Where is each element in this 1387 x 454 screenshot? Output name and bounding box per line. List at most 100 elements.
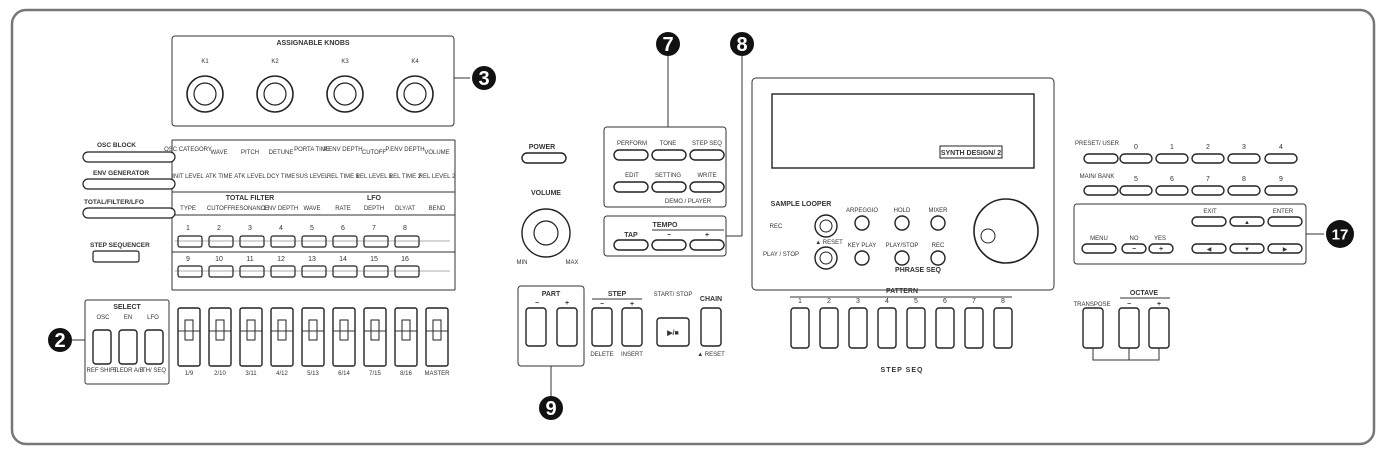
mixer-button[interactable]	[930, 215, 946, 231]
knob-k3[interactable]	[326, 75, 364, 113]
number-button-4[interactable]	[1264, 153, 1298, 164]
number-button-2[interactable]	[1191, 153, 1225, 164]
number-button-3[interactable]	[1227, 153, 1261, 164]
sample-play-knob[interactable]	[814, 246, 838, 270]
chain-button[interactable]	[700, 307, 722, 347]
write-button[interactable]	[689, 181, 725, 193]
step-button-2[interactable]	[208, 235, 234, 248]
slider-3[interactable]	[239, 307, 263, 367]
data-dial[interactable]	[973, 198, 1039, 264]
octave-minus-button[interactable]	[1118, 307, 1140, 349]
slider-7[interactable]	[363, 307, 387, 367]
step-button-8[interactable]	[394, 235, 420, 248]
step-plus-button[interactable]	[621, 307, 643, 347]
pattern-button-7[interactable]	[964, 307, 984, 349]
svg-text:REC: REC	[770, 224, 783, 230]
knob-k1[interactable]	[186, 75, 224, 113]
env-generator-button[interactable]	[82, 178, 176, 190]
select-osc-button[interactable]	[92, 329, 112, 365]
select-env-button[interactable]	[118, 329, 138, 365]
svg-text:4: 4	[885, 298, 889, 305]
slider-2[interactable]	[208, 307, 232, 367]
part-minus-button[interactable]	[525, 307, 547, 347]
arpeggio-button[interactable]	[854, 215, 870, 231]
part-plus-button[interactable]	[556, 307, 578, 347]
step-button-7[interactable]	[363, 235, 389, 248]
step-button-11[interactable]	[239, 265, 265, 278]
step-button-6[interactable]	[332, 235, 358, 248]
number-button-7[interactable]	[1191, 185, 1225, 196]
slider-4[interactable]	[270, 307, 294, 367]
pattern-button-8[interactable]	[993, 307, 1013, 349]
slider-1[interactable]	[177, 307, 201, 367]
setting-button[interactable]	[651, 181, 687, 193]
transpose-button[interactable]	[1082, 307, 1104, 349]
tone-button[interactable]	[651, 149, 687, 161]
exit-button[interactable]	[1191, 216, 1227, 227]
yes-button[interactable]	[1148, 243, 1174, 254]
phrase-rec-button[interactable]	[930, 250, 946, 266]
step-number-labels: 1 2 3 4 5 6 7 8 9 10 11 12 13 14 15 16	[186, 225, 409, 263]
slider-master[interactable]	[425, 307, 449, 367]
main-bank-button[interactable]	[1083, 185, 1119, 196]
number-button-0[interactable]	[1119, 153, 1153, 164]
step-button-1[interactable]	[177, 235, 203, 248]
number-button-5[interactable]	[1119, 185, 1153, 196]
start-stop-button[interactable]	[656, 317, 690, 347]
env-row-labels: INIT LEVEL ATK TIME ATK LEVEL DCY TIME S…	[172, 174, 456, 180]
edit-button[interactable]	[613, 181, 649, 193]
step-button-15[interactable]	[363, 265, 389, 278]
total-filter-lfo-button[interactable]	[82, 207, 176, 219]
osc-block-button[interactable]	[82, 151, 176, 163]
step-button-9[interactable]	[177, 265, 203, 278]
step-seq-button[interactable]	[689, 149, 725, 161]
cursor-right-button[interactable]	[1267, 243, 1303, 254]
pattern-button-1[interactable]	[790, 307, 810, 349]
step-button-14[interactable]	[332, 265, 358, 278]
step-button-3[interactable]	[239, 235, 265, 248]
number-button-6[interactable]	[1155, 185, 1189, 196]
svg-text:CUTOFF: CUTOFF	[362, 150, 387, 156]
pattern-button-2[interactable]	[819, 307, 839, 349]
knob-k2[interactable]	[256, 75, 294, 113]
slider-8[interactable]	[394, 307, 418, 367]
pattern-button-6[interactable]	[935, 307, 955, 349]
step-button-10[interactable]	[208, 265, 234, 278]
key-play-button[interactable]	[854, 250, 870, 266]
number-button-9[interactable]	[1264, 185, 1298, 196]
sample-rec-knob[interactable]	[814, 214, 838, 238]
step-minus-button[interactable]	[591, 307, 613, 347]
menu-button[interactable]	[1081, 243, 1117, 254]
knob-k4[interactable]	[396, 75, 434, 113]
slider-5[interactable]	[301, 307, 325, 367]
select-lfo-button[interactable]	[144, 329, 164, 365]
volume-knob[interactable]	[521, 208, 571, 258]
perform-button[interactable]	[613, 149, 649, 161]
octave-plus-button[interactable]	[1148, 307, 1170, 349]
step-button-16[interactable]	[394, 265, 420, 278]
preset-user-button[interactable]	[1083, 153, 1119, 164]
pattern-button-5[interactable]	[906, 307, 926, 349]
step-sequencer-button[interactable]	[92, 250, 140, 263]
tap-button[interactable]	[613, 239, 649, 251]
callout-7-badge: 7	[656, 32, 680, 56]
step-button-13[interactable]	[301, 265, 327, 278]
enter-button[interactable]	[1267, 216, 1303, 227]
no-button[interactable]	[1121, 243, 1147, 254]
step-button-4[interactable]	[270, 235, 296, 248]
pattern-button-4[interactable]	[877, 307, 897, 349]
tempo-minus-button[interactable]	[651, 239, 687, 251]
phrase-play-button[interactable]	[894, 250, 910, 266]
cursor-left-button[interactable]	[1191, 243, 1227, 254]
power-button[interactable]	[521, 152, 567, 164]
pattern-button-3[interactable]	[848, 307, 868, 349]
tempo-plus-button[interactable]	[689, 239, 725, 251]
cursor-down-button[interactable]	[1229, 243, 1265, 254]
step-button-5[interactable]	[301, 235, 327, 248]
step-button-12[interactable]	[270, 265, 296, 278]
slider-6[interactable]	[332, 307, 356, 367]
hold-button[interactable]	[894, 215, 910, 231]
number-button-1[interactable]	[1155, 153, 1189, 164]
cursor-up-button[interactable]	[1229, 216, 1265, 227]
number-button-8[interactable]	[1227, 185, 1261, 196]
